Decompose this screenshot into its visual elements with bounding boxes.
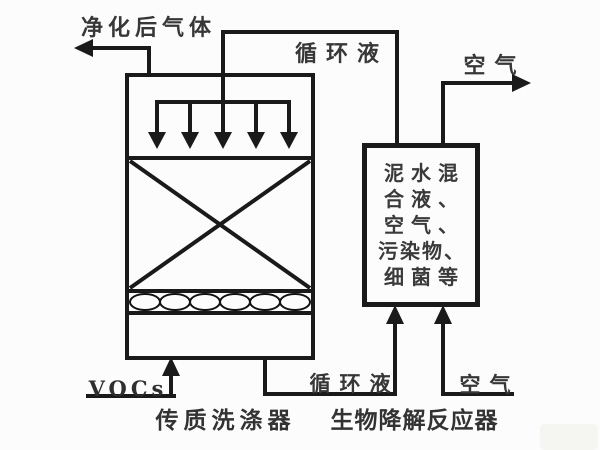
spray-arm bbox=[155, 100, 159, 134]
bioreactor-top-left-pipe bbox=[395, 30, 399, 143]
scrubber-spray-section-divider bbox=[129, 156, 311, 160]
arrow-left-icon bbox=[74, 39, 93, 57]
purified-gas-label: 净化后气体 bbox=[80, 15, 217, 41]
air-outlet-pipe-horizontal bbox=[441, 81, 513, 85]
arrow-up-icon bbox=[434, 305, 452, 324]
circulating-liquid-bottom-label: 循环液 bbox=[309, 371, 400, 396]
air-inlet-pipe bbox=[441, 322, 445, 396]
scrubber-vessel bbox=[125, 73, 315, 360]
spray-arm bbox=[221, 100, 225, 134]
air-inlet-label: 空气 bbox=[459, 372, 520, 397]
spray-arm bbox=[188, 100, 192, 134]
bioreactor-contents-line: 合液、 bbox=[384, 187, 465, 211]
arrow-up-icon bbox=[386, 305, 404, 324]
spray-arm bbox=[287, 100, 291, 134]
circulating-liquid-top-label: 循环液 bbox=[294, 41, 389, 67]
scrubber-packing-top-line bbox=[129, 289, 311, 293]
packing-oval bbox=[219, 293, 251, 311]
packing-oval bbox=[249, 293, 281, 311]
scrubber-caption: 传质洗涤器 bbox=[155, 407, 296, 434]
purified-gas-pipe-vertical bbox=[147, 46, 151, 77]
arrow-up-icon bbox=[162, 357, 180, 376]
packing-oval bbox=[279, 293, 311, 311]
spray-arrow-icon bbox=[148, 132, 166, 149]
spray-arm bbox=[254, 100, 258, 134]
watermark-smudge bbox=[540, 424, 598, 450]
vocs-inlet-baseline bbox=[86, 394, 176, 398]
bioreactor-contents-line: 空气、 bbox=[384, 213, 465, 237]
circulating-liquid-return-horizontal bbox=[263, 392, 397, 396]
spray-arrow-icon bbox=[280, 132, 298, 149]
circulating-liquid-return-up bbox=[393, 322, 397, 396]
bioreactor-vessel: 泥水混 合液、 空气、 污染物、 细菌等 bbox=[362, 143, 480, 307]
bioreactor-contents-line: 细菌等 bbox=[384, 265, 465, 289]
air-outlet-pipe-vertical bbox=[441, 81, 445, 143]
packing-oval bbox=[189, 293, 221, 311]
spray-arrow-icon bbox=[181, 132, 199, 149]
bioreactor-contents-line: 泥水混 bbox=[384, 161, 465, 185]
bioreactor-caption: 生物降解反应器 bbox=[330, 407, 499, 434]
circulating-liquid-return-down bbox=[263, 358, 267, 396]
circulating-liquid-top-pipe bbox=[221, 30, 399, 34]
spray-arrow-icon bbox=[247, 132, 265, 149]
air-inlet-baseline bbox=[441, 392, 514, 396]
packing-oval bbox=[159, 293, 191, 311]
arrow-right-icon bbox=[512, 74, 531, 92]
scrubber-cross-section bbox=[128, 159, 312, 290]
packing-oval bbox=[129, 293, 161, 311]
vocs-label: VOCs bbox=[88, 376, 168, 401]
bioreactor-contents-line: 污染物、 bbox=[378, 239, 466, 263]
scrubber-packing-bottom-line bbox=[129, 311, 311, 315]
spray-arrow-icon bbox=[214, 132, 232, 149]
packing-media-row bbox=[129, 293, 311, 311]
circulating-liquid-down-pipe bbox=[221, 30, 225, 102]
vocs-inlet-pipe bbox=[169, 374, 173, 398]
air-outlet-label: 空气 bbox=[463, 53, 526, 79]
purified-gas-pipe-horizontal bbox=[91, 46, 151, 50]
